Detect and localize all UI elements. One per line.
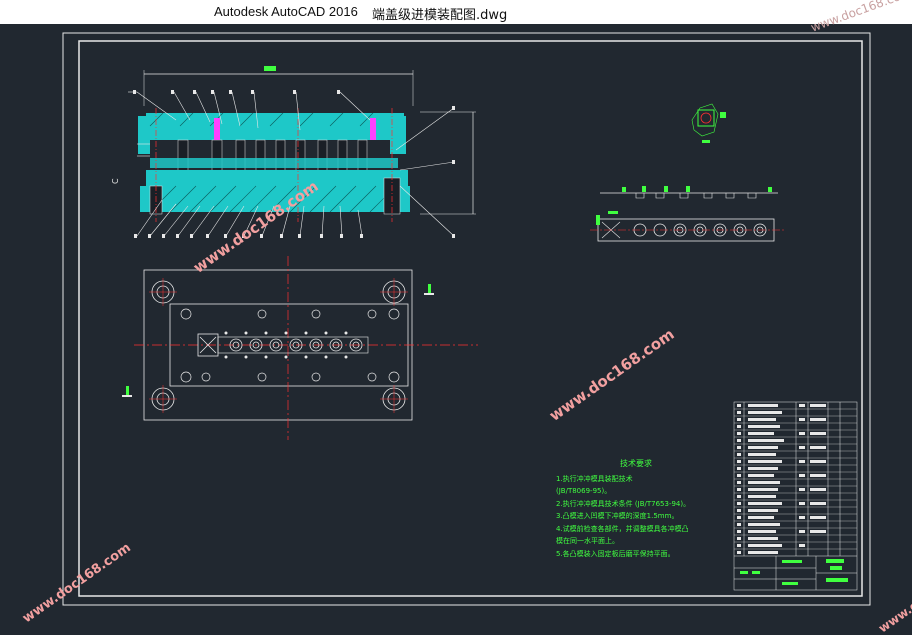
note-item: 4.试模前检查各部件，并调整模具各冲模凸 xyxy=(556,524,689,533)
drawing-canvas[interactable]: C xyxy=(0,24,912,635)
drawing-svg: C xyxy=(62,32,871,606)
title-block-marks xyxy=(740,559,848,585)
note-item: 1.执行冲冲模具装配技术 xyxy=(556,474,633,483)
note-item: 5.各凸模装入固定板后磨平保持平面。 xyxy=(556,549,675,558)
app-title: Autodesk AutoCAD 2016 xyxy=(214,4,358,19)
parts-list xyxy=(733,401,858,591)
note-item: 3.凸模进入凹模下冲模的深度1.5mm。 xyxy=(556,512,679,520)
note-item: 2.执行冲冲模具技术条件 (JB/T7653-94)。 xyxy=(556,499,691,508)
part-detail xyxy=(691,103,726,143)
technical-requirements: 技术要求 1.执行冲冲模具装配技术 (JB/T8069-95)。 2.执行冲冲模… xyxy=(556,458,716,560)
notes-title: 技术要求 xyxy=(620,459,652,468)
inner-frame xyxy=(78,40,863,597)
note-item: (JB/T8069-95)。 xyxy=(556,487,612,495)
parts-list-rows xyxy=(734,408,857,550)
outer-frame xyxy=(62,32,871,606)
front-section-view: C xyxy=(111,66,476,238)
document-title: 端盖级进模装配图.dwg xyxy=(372,8,508,23)
svg-text:C: C xyxy=(111,178,120,184)
plan-view xyxy=(122,256,478,440)
parts-list-cells xyxy=(737,404,826,554)
title-bar: Autodesk AutoCAD 2016 端盖级进模装配图.dwg www.d… xyxy=(0,0,912,35)
strip-layout xyxy=(590,186,784,242)
note-item: 模在同一水平面上。 xyxy=(556,537,619,545)
